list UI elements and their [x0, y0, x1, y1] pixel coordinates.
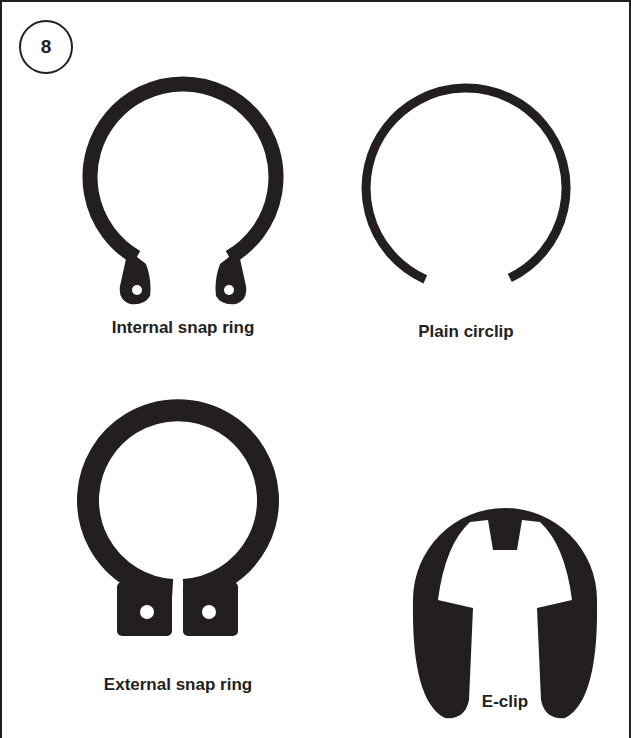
part-name: Plain circlip: [416, 322, 515, 342]
part-name: Internal snap ring: [110, 318, 257, 338]
part-name: E-clip: [480, 692, 530, 712]
callout-number: 8: [41, 36, 52, 58]
external-snap-ring: [88, 410, 268, 636]
e-clip: [413, 508, 597, 718]
part-name: External snap ring: [102, 675, 254, 695]
plain-circlip: [366, 88, 566, 279]
callout-circle: 8: [19, 20, 73, 74]
internal-snap-ring: [90, 84, 276, 304]
